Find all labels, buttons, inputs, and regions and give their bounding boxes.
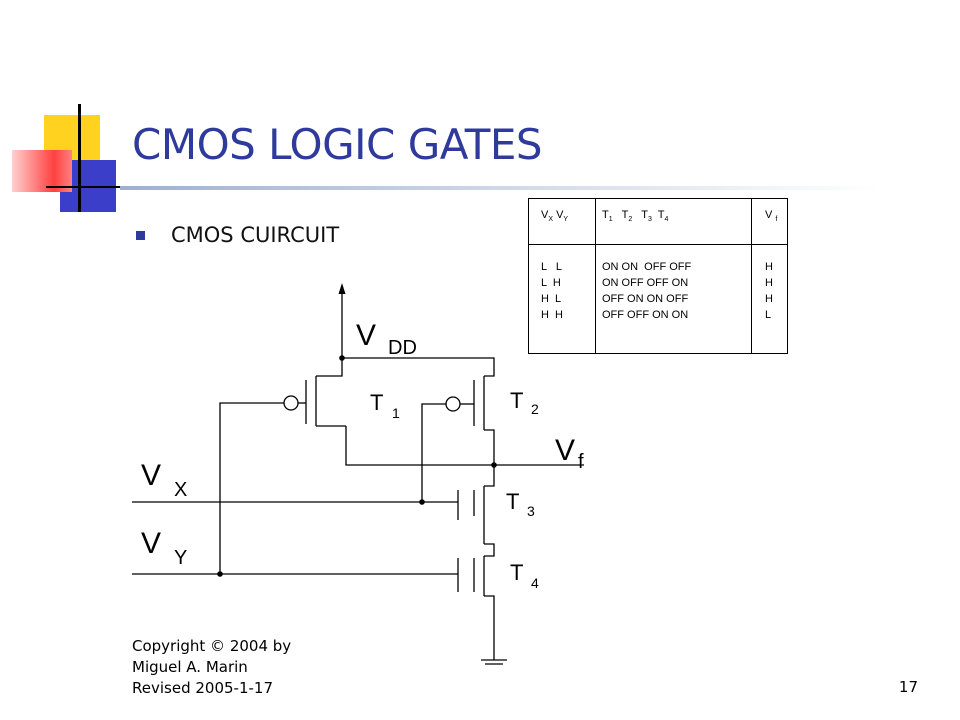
vdd-label-sub: DD [388,337,417,359]
bullet-text: CMOS CUIRCUIT [171,223,340,247]
vx-to-t2-gate [421,403,446,502]
t3-t4-wire [484,543,495,557]
table-cell: OFF OFF ON ON [602,309,689,321]
t3-drain-wire [484,465,495,487]
table-column-output: H H H L [765,259,773,323]
table-cell: L H [541,277,561,289]
table-divider [595,199,596,353]
table-divider [529,244,787,245]
table-cell: H [765,261,773,273]
t1-label: T [370,390,383,415]
vy-node [217,571,223,577]
footer-line: Revised 2005-1-17 [132,679,273,697]
table-cell: L [765,309,772,321]
table-divider [751,199,752,353]
t2-label: T [510,388,523,413]
decor-red-square [12,150,72,192]
slide-number: 17 [898,678,918,696]
t3-label: T [506,489,519,514]
title-underline [120,186,880,190]
table-cell: H L [541,293,562,305]
vx-label-sub: X [174,479,187,501]
decor-vertical-rule [78,104,81,212]
slide-title: CMOS LOGIC GATES [132,120,543,169]
vf-label-sub: f [578,451,584,473]
table-cell: ON OFF OFF ON [602,277,689,289]
t4-label-sub: 4 [531,575,539,591]
table-header-inputs: VX VY [541,209,569,224]
bullet-marker [136,230,145,240]
footer-copyright: Copyright © 2004 by Miguel A. Marin Revi… [132,636,291,699]
decor-horizontal-rule [46,186,126,188]
t4-label: T [510,560,523,585]
vdd-arrow [338,283,346,358]
vx-node [419,499,425,505]
table-header-transistors: T1 T2 T3 T4 [602,209,669,224]
table-cell: H [765,293,773,305]
vy-label-sub: Y [174,547,187,569]
vy-to-t1-gate [219,402,284,574]
vy-label: V [141,527,161,560]
table-column-inputs: L L L H H L H H [541,259,563,323]
bullet-item: CMOS CUIRCUIT [136,220,339,250]
t2-label-sub: 2 [531,401,539,417]
vdd-label: V [356,319,376,352]
vx-label: V [141,459,161,492]
table-cell: H [765,277,773,289]
t1-drain-wire [345,426,494,466]
transistor-t3 [422,486,485,544]
truth-table: VX VY T1 T2 T3 T4 V f L L L H H L H H ON… [528,198,788,354]
ground-icon [481,659,507,665]
transistor-t4 [457,556,485,596]
transistor-t2 [445,376,495,465]
table-column-transistors: ON ON OFF OFF ON OFF OFF ON OFF ON ON OF… [602,259,691,323]
vdd-node [339,355,345,361]
transistor-t1 [283,376,346,427]
table-cell: H H [541,309,563,321]
t3-label-sub: 3 [527,503,535,519]
table-header-output: V f [765,209,778,224]
vf-label: V [555,434,575,467]
footer-line: Miguel A. Marin [132,658,248,676]
vdd-rail [342,357,495,377]
table-cell: ON ON OFF OFF [602,261,692,273]
ground-wire [484,595,495,660]
footer-line: Copyright © 2004 by [132,637,292,655]
t1-source-wire [316,358,343,377]
table-cell: L L [541,261,562,273]
t1-label-sub: 1 [392,405,400,421]
table-cell: OFF ON ON OFF [602,293,689,305]
